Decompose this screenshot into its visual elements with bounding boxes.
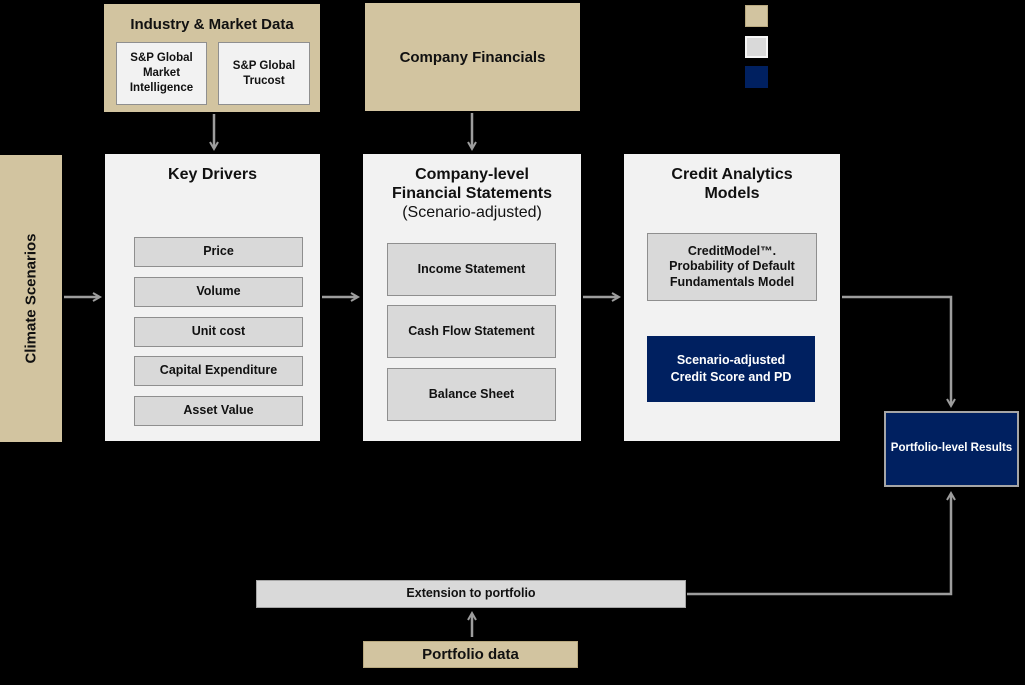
portfolio-data-box: Portfolio data	[363, 641, 578, 668]
creditmodel-pd-fundamentals-box: CreditModel™. Probability of Default Fun…	[647, 233, 817, 301]
financial-statements-title-line2: Financial Statements	[391, 185, 553, 203]
financial-statements-subtitle: (Scenario-adjusted)	[402, 204, 542, 222]
driver-volume: Volume	[134, 277, 303, 307]
arrow-extension-to-results	[687, 490, 956, 596]
credit-analytics-title-line2: Models	[704, 185, 760, 203]
legend-tan-swatch	[745, 5, 768, 27]
driver-capital-expenditure: Capital Expenditure	[134, 356, 303, 386]
income-statement-box: Income Statement	[387, 243, 556, 296]
key-drivers-panel: Key Drivers Price Volume Unit cost Capit…	[105, 154, 320, 441]
extension-to-portfolio-bar: Extension to portfolio	[256, 580, 686, 608]
cash-flow-statement-box: Cash Flow Statement	[387, 305, 556, 358]
balance-sheet-box: Balance Sheet	[387, 368, 556, 421]
legend-gray-swatch	[745, 36, 768, 58]
credit-analytics-panel: Credit Analytics Models CreditModel™. Pr…	[624, 154, 840, 441]
driver-price: Price	[134, 237, 303, 267]
climate-scenarios-label: Climate Scenarios	[22, 233, 40, 364]
financial-statements-panel: Company-level Financial Statements (Scen…	[363, 154, 581, 441]
driver-unit-cost: Unit cost	[134, 317, 303, 347]
portfolio-level-results-box: Portfolio-level Results	[884, 411, 1019, 487]
climate-scenarios-box: Climate Scenarios	[0, 155, 62, 442]
sp-global-trucost-box: S&P Global Trucost	[218, 42, 310, 105]
legend-navy-swatch	[745, 66, 768, 88]
credit-analytics-title-line1: Credit Analytics	[671, 166, 793, 183]
creditmodel-line2: Probability of Default	[669, 259, 795, 274]
credit-analytics-title: Credit Analytics Models	[624, 165, 840, 203]
financial-statements-title: Company-level Financial Statements (Scen…	[363, 165, 581, 223]
key-drivers-title: Key Drivers	[168, 166, 257, 183]
arrow-credit-to-results	[842, 295, 956, 409]
credit-score-line1: Scenario-adjusted	[676, 353, 786, 368]
industry-market-data-title: Industry & Market Data	[130, 16, 294, 33]
financial-statements-title-line1: Company-level	[415, 166, 529, 183]
industry-market-data-box: Industry & Market Data S&P Global Market…	[104, 4, 320, 112]
creditmodel-line3: Fundamentals Model	[669, 274, 795, 289]
sp-global-market-intelligence-box: S&P Global Market Intelligence	[116, 42, 207, 105]
creditmodel-line1: CreditModel™.	[687, 243, 777, 258]
company-financials-box: Company Financials	[365, 3, 580, 111]
scenario-adjusted-credit-score-box: Scenario-adjusted Credit Score and PD	[647, 336, 815, 402]
driver-asset-value: Asset Value	[134, 396, 303, 426]
credit-score-line2: Credit Score and PD	[670, 370, 792, 384]
